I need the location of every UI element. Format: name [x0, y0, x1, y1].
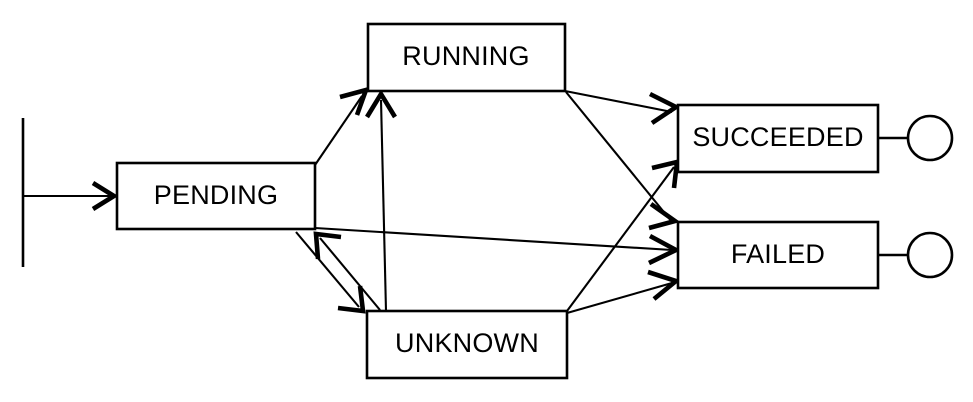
pending-to-unknown-line [295, 231, 360, 308]
pending-box[interactable] [115, 161, 317, 231]
failed-box[interactable] [676, 220, 880, 290]
failed-label: FAILED [731, 239, 825, 269]
pending-label: PENDING [154, 180, 278, 210]
running-box[interactable] [366, 22, 567, 93]
state-node-running[interactable]: RUNNING [366, 22, 567, 93]
running-to-succeeded-line [564, 89, 673, 114]
running-to-succeeded-arrowhead [648, 91, 681, 125]
pending-to-running-line [314, 95, 363, 166]
unknown-to-succeeded-line [566, 166, 675, 312]
succeeded-box[interactable] [676, 103, 880, 174]
edge-pending-to-failed [314, 226, 682, 266]
succeeded-terminal-circle [906, 114, 954, 162]
edge-running-to-failed [565, 91, 681, 231]
state-node-failed[interactable]: FAILED [676, 220, 880, 290]
pending-to-unknown-arrowhead [337, 285, 366, 314]
unknown-to-pending-line [319, 237, 381, 311]
state-node-pending[interactable]: PENDING [115, 161, 317, 231]
pending-to-running-arrowhead [339, 86, 370, 116]
state-node-succeeded[interactable]: SUCCEEDED [676, 103, 880, 174]
unknown-box[interactable] [365, 309, 569, 380]
edge-pending-to-unknown [295, 231, 366, 314]
edge-running-to-succeeded [564, 89, 681, 125]
edge-pending-to-running [314, 86, 370, 166]
unknown-to-failed-line [566, 281, 673, 315]
edge-unknown-to-pending [313, 231, 381, 311]
unknown-label: UNKNOWN [395, 328, 539, 358]
running-to-failed-arrowhead [648, 202, 681, 231]
running-label: RUNNING [402, 41, 529, 71]
pending-to-failed-line [314, 226, 673, 252]
edge-unknown-to-succeeded [566, 158, 680, 312]
start-to-pending-arrowhead [91, 181, 119, 211]
unknown-to-running-arrowhead [365, 89, 397, 119]
pending-to-failed-arrowhead [648, 233, 682, 266]
unknown-to-failed-arrowhead [647, 269, 681, 301]
failed-terminal-circle [906, 231, 954, 279]
edge-unknown-to-failed [566, 269, 681, 315]
unknown-to-running-line [379, 99, 388, 312]
unknown-to-pending-arrowhead [313, 231, 342, 260]
edge-unknown-to-running [365, 89, 397, 312]
failed-terminal [878, 231, 954, 279]
unknown-to-succeeded-arrowhead [651, 158, 680, 189]
start-marker [21, 118, 119, 267]
state-node-unknown[interactable]: UNKNOWN [365, 309, 569, 380]
running-to-failed-line [565, 91, 673, 223]
succeeded-label: SUCCEEDED [692, 122, 863, 152]
succeeded-terminal [878, 114, 954, 162]
